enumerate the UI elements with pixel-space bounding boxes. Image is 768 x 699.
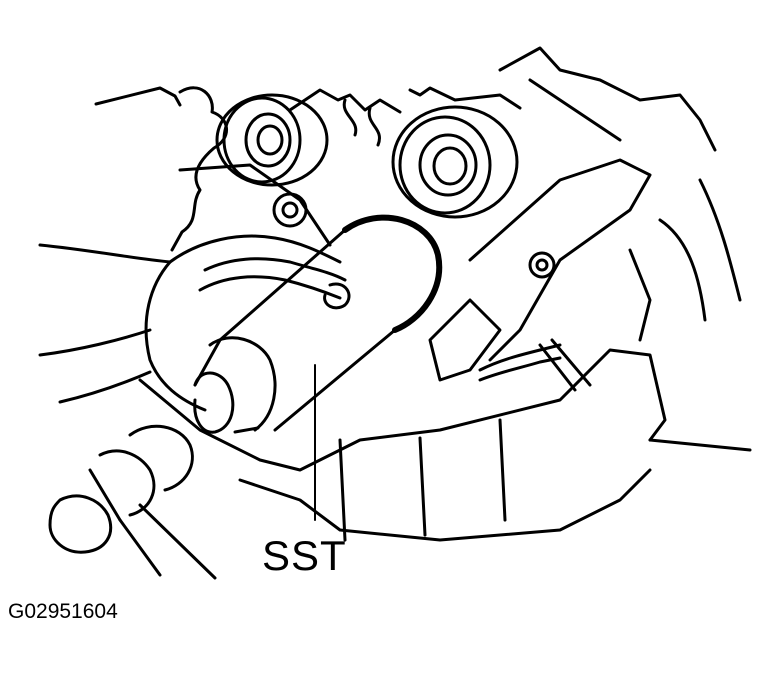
engine-block — [96, 48, 740, 340]
tensioner-pulley — [393, 107, 517, 217]
hammer — [50, 426, 215, 578]
idler-pulley — [217, 95, 327, 226]
sst-tool — [195, 218, 439, 520]
engine-bracket — [430, 160, 650, 390]
sst-callout-label: SST — [262, 532, 347, 579]
oil-pan — [140, 350, 750, 540]
hand — [40, 236, 349, 410]
figure-code: G02951604 — [8, 600, 118, 623]
